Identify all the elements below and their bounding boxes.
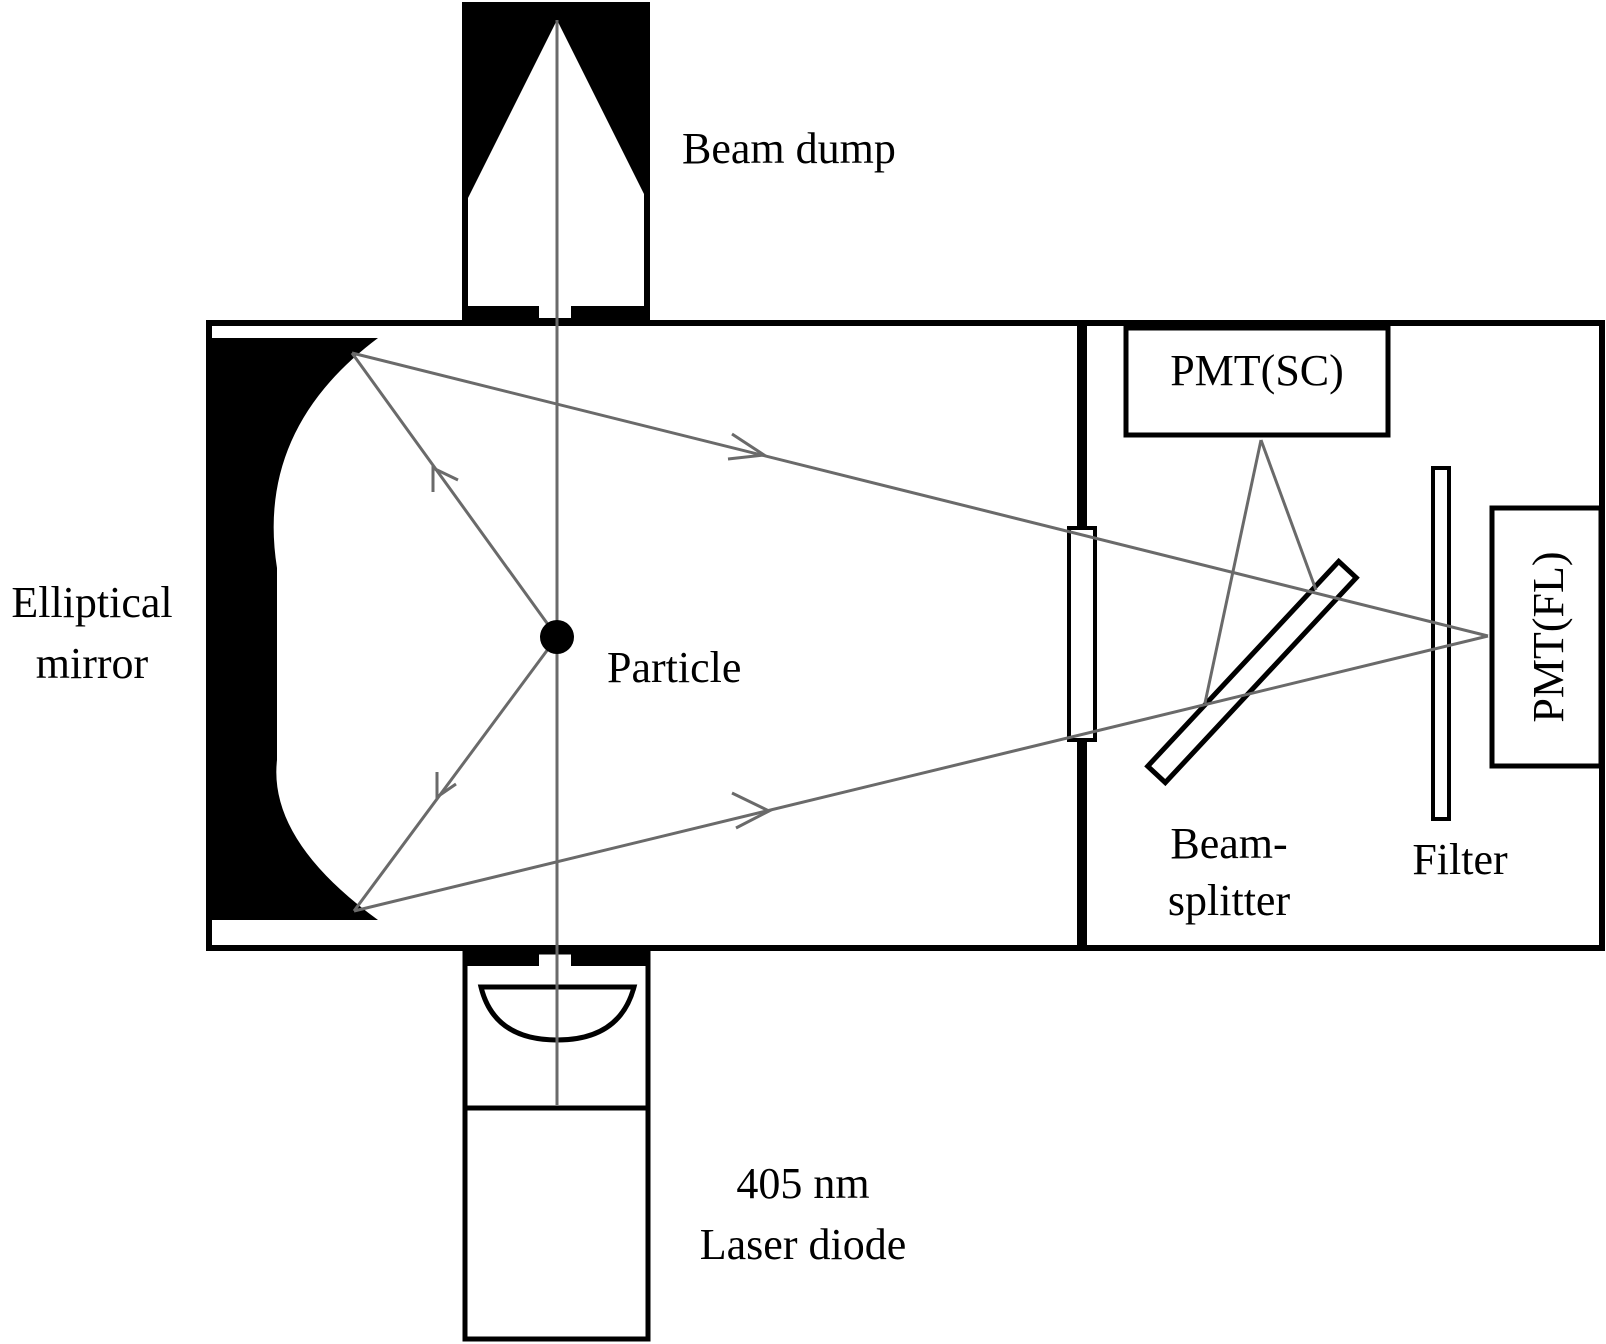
filter-plate — [1431, 466, 1451, 821]
arrow-lower-scatter — [435, 772, 457, 800]
split-ray-sc-left — [1203, 439, 1263, 704]
main-chamber — [206, 320, 1605, 951]
beam-splitter-label-line2: splitter — [1168, 876, 1291, 925]
optical-rays — [350, 20, 1489, 1105]
scatter-ray-upper — [350, 352, 559, 638]
pmt-fl-label: PMT(FL) — [1524, 551, 1573, 722]
laser-aperture-right — [571, 952, 648, 966]
particle-label: Particle — [607, 643, 741, 692]
arrow-upper-scatter — [431, 465, 459, 492]
beam-dump-aperture-right — [571, 306, 647, 321]
elliptical-mirror — [209, 338, 378, 920]
scatter-ray-lower — [352, 636, 559, 912]
arrow-upper-reflected — [727, 432, 769, 461]
pmt-fl-box — [1489, 505, 1604, 769]
laser-diode-body — [462, 1105, 651, 1342]
chamber-window — [1067, 526, 1097, 742]
beam-dump-absorber — [465, 5, 647, 200]
particle-dot — [540, 620, 574, 654]
laser-label-line2: Laser diode — [700, 1220, 906, 1269]
laser-label-line1: 405 nm — [736, 1159, 869, 1208]
beam-dump-aperture-left — [465, 306, 539, 321]
laser-aperture-left — [465, 952, 539, 966]
reflected-ray-lower — [353, 634, 1489, 913]
split-ray-sc-right — [1259, 439, 1318, 591]
beam-splitter-label-line1: Beam- — [1170, 819, 1287, 868]
beam-splitter-plate — [1144, 557, 1360, 787]
elliptical-mirror-label-line2: mirror — [36, 639, 149, 688]
arrow-lower-reflected — [731, 791, 773, 830]
pmt-sc-label: PMT(SC) — [1170, 346, 1344, 395]
beam-dump-label: Beam dump — [682, 124, 896, 173]
elliptical-mirror-label-line1: Elliptical — [11, 578, 172, 627]
pmt-sc-box — [1123, 325, 1391, 438]
reflected-ray-upper — [351, 351, 1489, 638]
filter-label: Filter — [1412, 835, 1508, 884]
